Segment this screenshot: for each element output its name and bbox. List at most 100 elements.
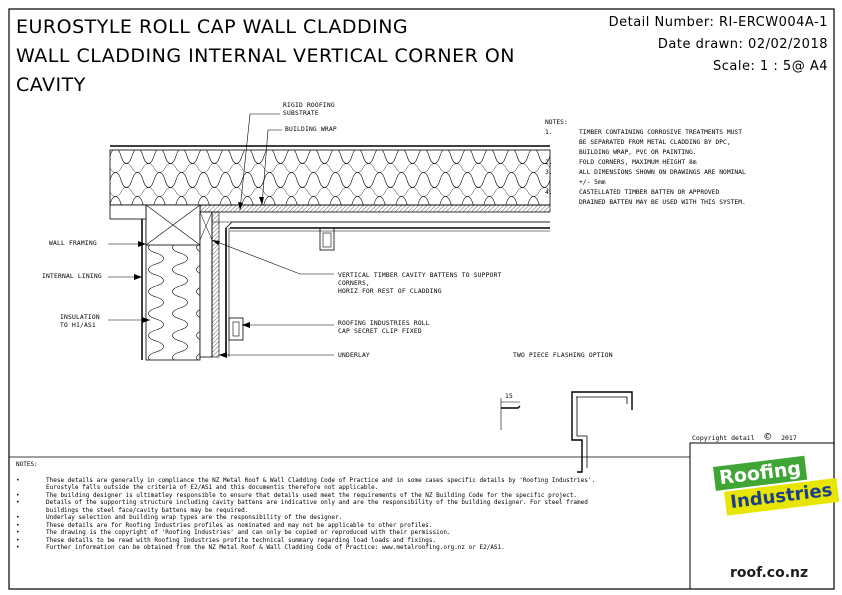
leader-building-wrap: [261, 129, 282, 206]
leader-arrows: [134, 197, 264, 358]
flashing-a: [501, 405, 521, 409]
vertical-batten-x2: [199, 211, 213, 241]
flashing-b: [571, 391, 633, 473]
arrow-framing: [138, 241, 146, 247]
footer-bullet: •: [16, 536, 20, 544]
label-wall-framing: WALL FRAMING: [49, 240, 97, 247]
footer-text: Underlay selection and building wrap typ…: [46, 514, 343, 521]
label-internal-lining: INTERNAL LINING: [42, 273, 102, 280]
arrow-batten: [212, 240, 220, 245]
copyright-symbol: ©: [764, 430, 772, 443]
date-drawn: Date drawn: 02/02/2018: [657, 37, 828, 52]
footer-item: •The drawing is the copyright of 'Roofin…: [16, 529, 606, 537]
footer-text: These details to be read with Roofing In…: [46, 536, 437, 544]
label-insulation-1: INSULATION: [60, 314, 100, 321]
footer-item: • Details of the supporting structure inc…: [16, 499, 606, 514]
left-wrap-band: [211, 211, 220, 358]
top-roll-cap-inner: [322, 232, 332, 248]
logo-url: roof.co.nz: [730, 565, 809, 581]
top-wall: [109, 145, 551, 251]
label-batten-3: HORIZ FOR REST OF CLADDING: [338, 288, 442, 295]
title-line-1: EUROSTYLE ROLL CAP WALL CLADDING: [16, 16, 409, 38]
title-line-3: CAVITY: [16, 74, 86, 96]
footer-bullet: •: [16, 499, 20, 506]
footer-text: These details are for Roofing Industries…: [46, 521, 433, 529]
copyright-year: 2017: [781, 434, 797, 442]
footer-bullet: •: [16, 491, 20, 499]
roofing-industries-logo: Roofing Industries roof.co.nz: [696, 447, 839, 587]
notes-heading: NOTES:: [545, 119, 568, 126]
footer-text: Details of the supporting structure incl…: [46, 499, 588, 514]
logo-frame: [689, 442, 835, 590]
arrow-rigid: [238, 202, 243, 210]
footer-item: • Underlay selection and building wrap ty…: [16, 514, 606, 522]
note-item: 2. FOLD CORNERS, MAXIMUM HEIGHT 8m: [545, 158, 749, 168]
arrow-underlay: [219, 352, 227, 358]
note-text: TIMBER CONTAINING CORROSIVE TREATMENTS M…: [579, 129, 743, 156]
note-item: 4. CASTELLATED TIMBER BATTEN OR APPROVED…: [545, 188, 749, 208]
note-number: 3.: [545, 169, 553, 176]
notes-block: NOTES: 1. TIMBER CONTAINING CORROSIVE TR…: [545, 118, 749, 208]
copyright-text: Copyright detail: [692, 434, 755, 442]
label-clip-1: ROOFING INDUSTRIES ROLL: [338, 320, 430, 327]
footer-item: •These details are generally in complian…: [16, 477, 606, 492]
label-batten-1: VERTICAL TIMBER CAVITY BATTENS TO SUPPOR…: [338, 272, 502, 279]
flashing-d: [576, 397, 588, 468]
label-rigid-roofing: RIGID ROOFING SUBSTRATE: [283, 102, 335, 118]
top-wrap-band: [199, 204, 551, 213]
scale: Scale: 1 : 5@ A4: [713, 59, 828, 74]
footer-heading: NOTES:: [16, 461, 38, 468]
detail-number: Detail Number: RI-ERCW004A-1: [608, 15, 828, 30]
note-text: ALL DIMENSIONS SHOWN ON DRAWINGS ARE NOM…: [579, 169, 746, 186]
top-insulation: [109, 149, 551, 206]
arrow-insulation: [142, 317, 150, 323]
label-clip: ROOFING INDUSTRIES ROLL CAP SECRET CLIP …: [338, 320, 430, 336]
footer-bullet: •: [16, 544, 20, 551]
note-text: CASTELLATED TIMBER BATTEN OR APPROVED DR…: [579, 189, 746, 206]
note-item: 3. ALL DIMENSIONS SHOWN ON DRAWINGS ARE …: [545, 168, 749, 188]
label-rigid-roofing-1: RIGID ROOFING: [283, 102, 335, 109]
title-line-2: WALL CLADDING INTERNAL VERTICAL CORNER O…: [16, 45, 516, 67]
footer-bullet: •: [16, 514, 20, 521]
arrow-lining: [134, 274, 142, 280]
left-wall: [109, 204, 550, 361]
vertical-batten: [199, 211, 213, 358]
note-item: 1. TIMBER CONTAINING CORROSIVE TREATMENT…: [545, 128, 749, 158]
note-number: 1.: [545, 129, 553, 136]
left-secret-clip: [228, 317, 244, 341]
footer-text: Further information can be obtained from…: [46, 544, 505, 551]
footer-bullet: •: [16, 529, 20, 536]
label-insulation: INSULATION TO H1/AS1: [60, 314, 100, 330]
note-number: 2.: [545, 159, 553, 166]
copyright-line: Copyright detail © 2017: [692, 430, 797, 443]
label-dim-15: 15: [505, 393, 513, 400]
footer-bullet: •: [16, 476, 20, 484]
footer-bullet: •: [16, 521, 20, 529]
logo-wordmark: Roofing Industries: [713, 452, 839, 516]
footer-notes: NOTES: •These details are generally in c…: [16, 461, 606, 552]
note-number: 4.: [545, 189, 553, 196]
footer-item: • These details are for Roofing Industrie…: [16, 522, 606, 530]
label-batten-2: CORNERS,: [338, 280, 370, 287]
footer-item: • These details to be read with Roofing I…: [16, 537, 606, 545]
leader-lines: [108, 113, 334, 356]
label-two-piece: TWO PIECE FLASHING OPTION: [513, 352, 613, 359]
label-batten: VERTICAL TIMBER CAVITY BATTENS TO SUPPOR…: [338, 272, 502, 296]
label-clip-2: CAP SECRET CLIP FIXED: [338, 328, 422, 335]
arrow-clip: [242, 322, 250, 328]
corner-flashing: [225, 221, 550, 232]
corner-stud-x2: [145, 204, 201, 246]
leader-batten: [211, 239, 334, 275]
label-building-wrap: BUILDING WRAP: [285, 126, 337, 133]
arrow-wrap: [259, 197, 264, 205]
leader-rigid-roofing: [239, 113, 280, 211]
label-insulation-2: TO H1/AS1: [60, 322, 96, 329]
note-text: FOLD CORNERS, MAXIMUM HEIGHT 8m: [579, 159, 697, 166]
flashing-c: [576, 396, 628, 404]
two-piece-flashing: [500, 391, 633, 473]
corner-stud-top: [109, 204, 147, 220]
footer-item: •The building designer is ultimatley res…: [16, 492, 606, 500]
left-secret-clip-inner: [232, 321, 240, 337]
top-roll-cap: [319, 227, 335, 251]
